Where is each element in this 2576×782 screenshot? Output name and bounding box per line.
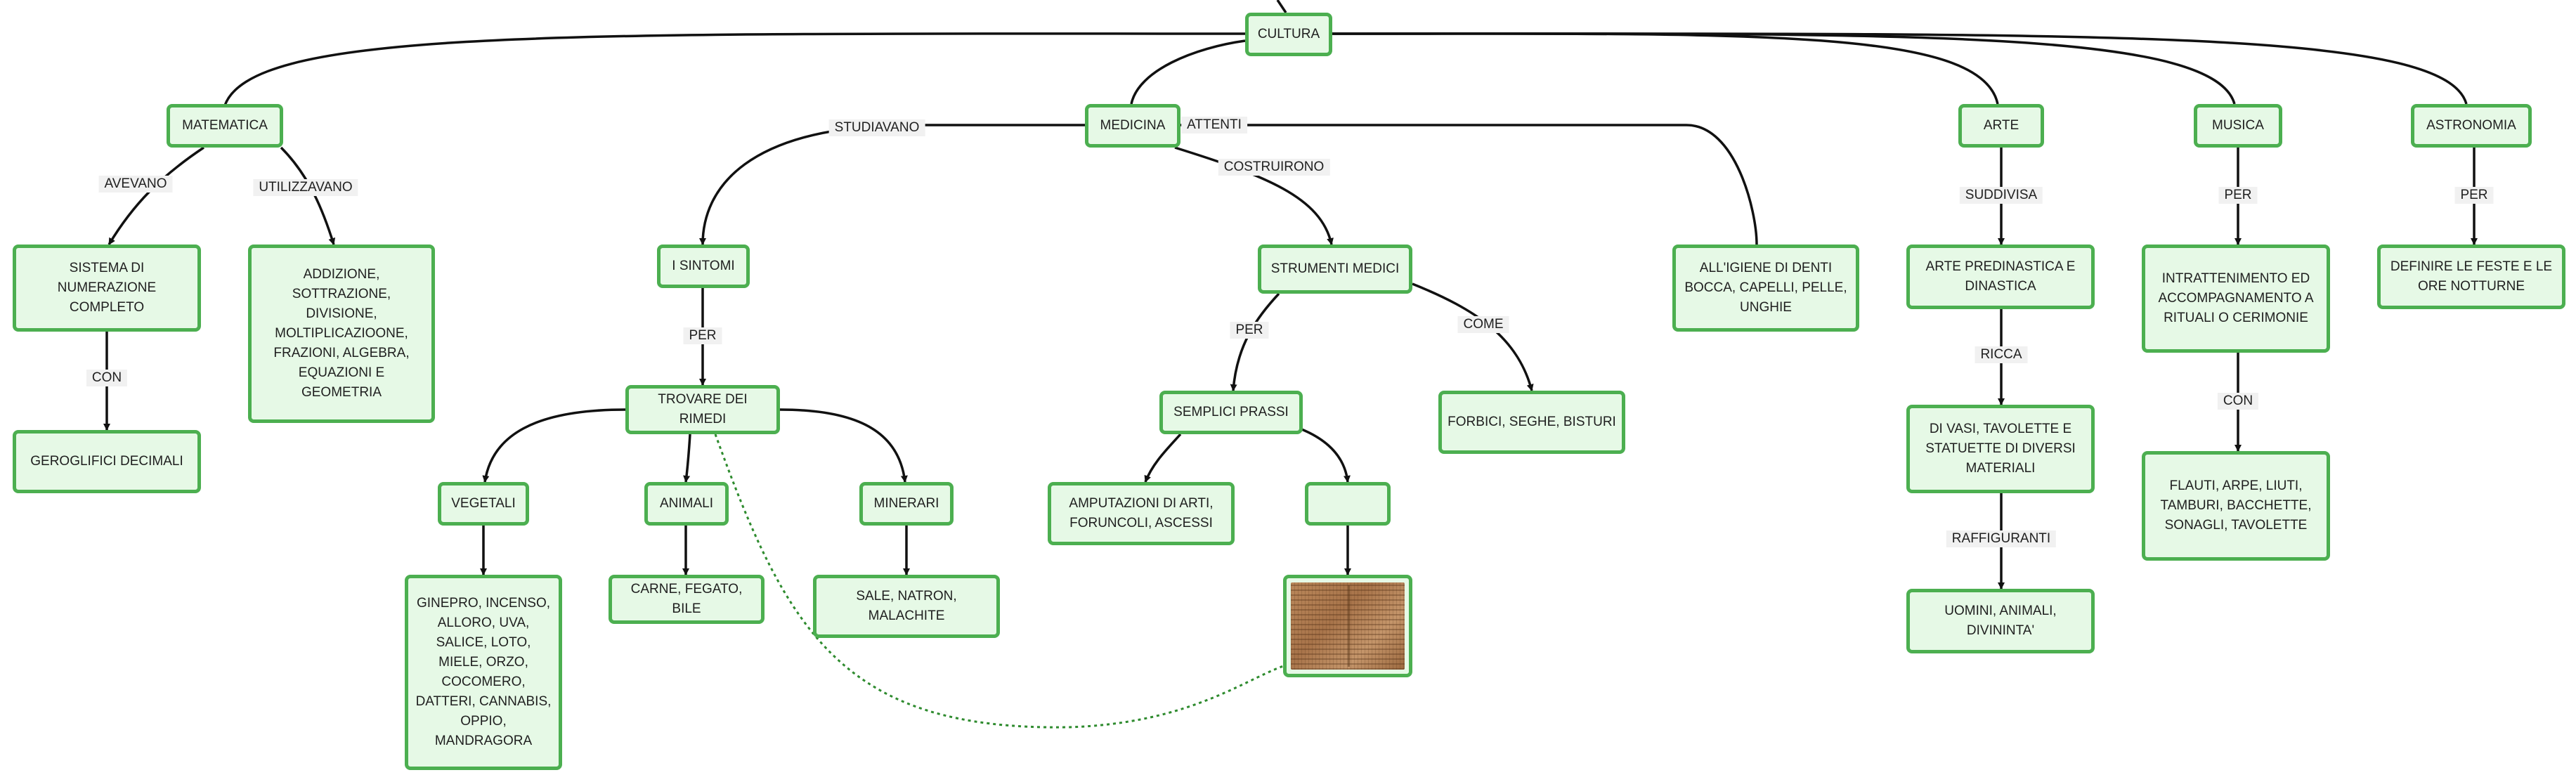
label-costruirono: COSTRUIRONO bbox=[1218, 159, 1330, 176]
dotted-link-rimedi-papyrus bbox=[714, 434, 1291, 729]
node-animali[interactable]: ANIMALI bbox=[644, 482, 729, 526]
edge-med-costruirono bbox=[1174, 146, 1334, 245]
label-avevano: AVEVANO bbox=[98, 176, 173, 193]
node-arte[interactable]: ARTE bbox=[1958, 104, 2044, 148]
label-ricca: RICCA bbox=[1975, 346, 2028, 363]
label-utilizzavano: UTILIZZAVANO bbox=[253, 179, 358, 196]
node-trovare-rimedi[interactable]: TROVARE DEI RIMEDI bbox=[625, 385, 780, 434]
edge-rimedi-vegetali bbox=[482, 408, 626, 483]
edge-prassi-amputazioni bbox=[1144, 433, 1182, 483]
edge-cultura-matematica bbox=[223, 32, 1246, 106]
label-suddivisa: SUDDIVISA bbox=[1959, 187, 2043, 204]
label-studiavano: STUDIAVANO bbox=[828, 119, 925, 136]
node-sale[interactable]: SALE, NATRON, MALACHITE bbox=[813, 575, 1000, 638]
node-sintomi[interactable]: I SINTOMI bbox=[657, 245, 750, 288]
node-strumenti-medici[interactable]: STRUMENTI MEDICI bbox=[1258, 245, 1412, 294]
node-uomini[interactable]: UOMINI, ANIMALI, DIVININTA' bbox=[1906, 589, 2095, 653]
label-per-strumenti: PER bbox=[1230, 322, 1269, 339]
edge-root-cultura bbox=[1276, 0, 1287, 13]
node-carne[interactable]: CARNE, FEGATO, BILE bbox=[609, 575, 765, 624]
edge-cultura-arte bbox=[1332, 32, 1999, 105]
label-come: COME bbox=[1457, 316, 1509, 333]
label-per-astronomia: PER bbox=[2454, 187, 2494, 204]
edge-med-studiavano bbox=[699, 124, 1085, 245]
node-amputazioni[interactable]: AMPUTAZIONI DI ARTI, FORUNCOLI, ASCESSI bbox=[1048, 482, 1235, 545]
node-papyrus-image[interactable] bbox=[1283, 575, 1412, 677]
node-medicina[interactable]: MEDICINA bbox=[1085, 104, 1180, 148]
node-cultura[interactable]: CULTURA bbox=[1245, 13, 1332, 56]
edge-strumenti-per bbox=[1230, 292, 1280, 391]
edge-cultura-medicina bbox=[1130, 39, 1246, 105]
node-arte-predinastica[interactable]: ARTE PREDINASTICA E DINASTICA bbox=[1906, 245, 2095, 309]
node-matematica[interactable]: MATEMATICA bbox=[167, 104, 283, 148]
node-astronomia[interactable]: ASTRONOMIA bbox=[2411, 104, 2532, 148]
node-forbici[interactable]: FORBICI, SEGHE, BISTURI bbox=[1438, 391, 1625, 454]
edge-strumenti-come bbox=[1412, 282, 1534, 391]
edge-med-attenti bbox=[1180, 124, 1758, 245]
node-semplici-prassi[interactable]: SEMPLICI PRASSI bbox=[1159, 391, 1303, 434]
label-raffiguranti: RAFFIGURANTI bbox=[1946, 530, 2057, 547]
node-ginepro[interactable]: GINEPRO, INCENSO, ALLORO, UVA, SALICE, L… bbox=[405, 575, 562, 770]
edge-cultura-astronomia bbox=[1332, 32, 2468, 105]
edge-prassi-empty bbox=[1299, 427, 1351, 483]
label-per-sintomi: PER bbox=[683, 327, 722, 344]
node-minerari[interactable]: MINERARI bbox=[859, 482, 954, 526]
edge-rimedi-minerari bbox=[779, 408, 908, 483]
edge-mat-utilizzavano bbox=[280, 146, 336, 245]
node-flauti[interactable]: FLAUTI, ARPE, LIUTI, TAMBURI, BACCHETTE,… bbox=[2142, 451, 2330, 561]
label-con-musica: CON bbox=[2217, 393, 2259, 410]
edge-cultura-musica bbox=[1332, 32, 2236, 105]
node-vegetali[interactable]: VEGETALI bbox=[438, 482, 529, 526]
node-sistema-numerazione[interactable]: SISTEMA DI NUMERAZIONE COMPLETO bbox=[13, 245, 201, 332]
edge-mat-avevano bbox=[108, 146, 204, 245]
label-per-musica: PER bbox=[2218, 187, 2258, 204]
label-con-matematica: CON bbox=[86, 370, 128, 386]
edge-rimedi-animali bbox=[683, 434, 691, 483]
node-intrattenimento[interactable]: INTRATTENIMENTO ED ACCOMPAGNAMENTO A RIT… bbox=[2142, 245, 2330, 353]
node-geroglifici[interactable]: GEROGLIFICI DECIMALI bbox=[13, 430, 201, 493]
node-addizione[interactable]: ADDIZIONE, SOTTRAZIONE, DIVISIONE, MOLTI… bbox=[248, 245, 435, 423]
papyrus-image bbox=[1291, 582, 1405, 670]
label-attenti: ATTENTI bbox=[1181, 117, 1247, 133]
node-musica[interactable]: MUSICA bbox=[2194, 104, 2282, 148]
node-igiene[interactable]: ALL'IGIENE DI DENTI BOCCA, CAPELLI, PELL… bbox=[1672, 245, 1859, 332]
node-vasi[interactable]: DI VASI, TAVOLETTE E STATUETTE DI DIVERS… bbox=[1906, 405, 2095, 493]
node-empty[interactable] bbox=[1305, 482, 1391, 526]
node-definire[interactable]: DEFINIRE LE FESTE E LE ORE NOTTURNE bbox=[2377, 245, 2565, 309]
